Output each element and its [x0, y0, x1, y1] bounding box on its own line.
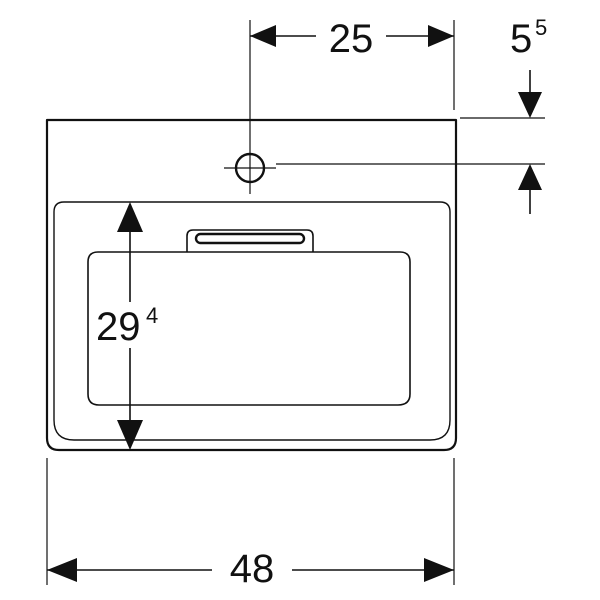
arrowhead-up	[117, 202, 143, 232]
arrowhead-up	[518, 164, 542, 190]
dimension-29-4: 29 4	[96, 202, 158, 450]
bowl-rim	[53, 201, 451, 441]
arrowhead-down	[518, 92, 542, 118]
dimension-5-5: 5 5	[510, 15, 547, 214]
arrowhead-left	[250, 25, 276, 47]
arrowhead-down	[117, 420, 143, 450]
dimension-label-29-4-main: 29	[96, 305, 141, 349]
bowl-basin	[87, 251, 411, 406]
arrowhead-right	[428, 25, 454, 47]
dimension-label-25: 25	[329, 17, 374, 61]
dimension-label-5-5-main: 5	[510, 17, 532, 61]
basin-outline	[45, 118, 458, 452]
dimension-label-48: 48	[230, 547, 275, 591]
dimension-48: 48	[47, 547, 454, 591]
dimension-label-29-4-sup: 4	[146, 303, 158, 328]
overflow-slot-frame	[186, 229, 314, 252]
arrowhead-right	[424, 558, 454, 582]
arrowhead-left	[47, 558, 77, 582]
dimension-label-5-5-sup: 5	[535, 15, 547, 40]
overflow-slot	[194, 232, 306, 245]
dimension-25: 25	[250, 17, 454, 61]
